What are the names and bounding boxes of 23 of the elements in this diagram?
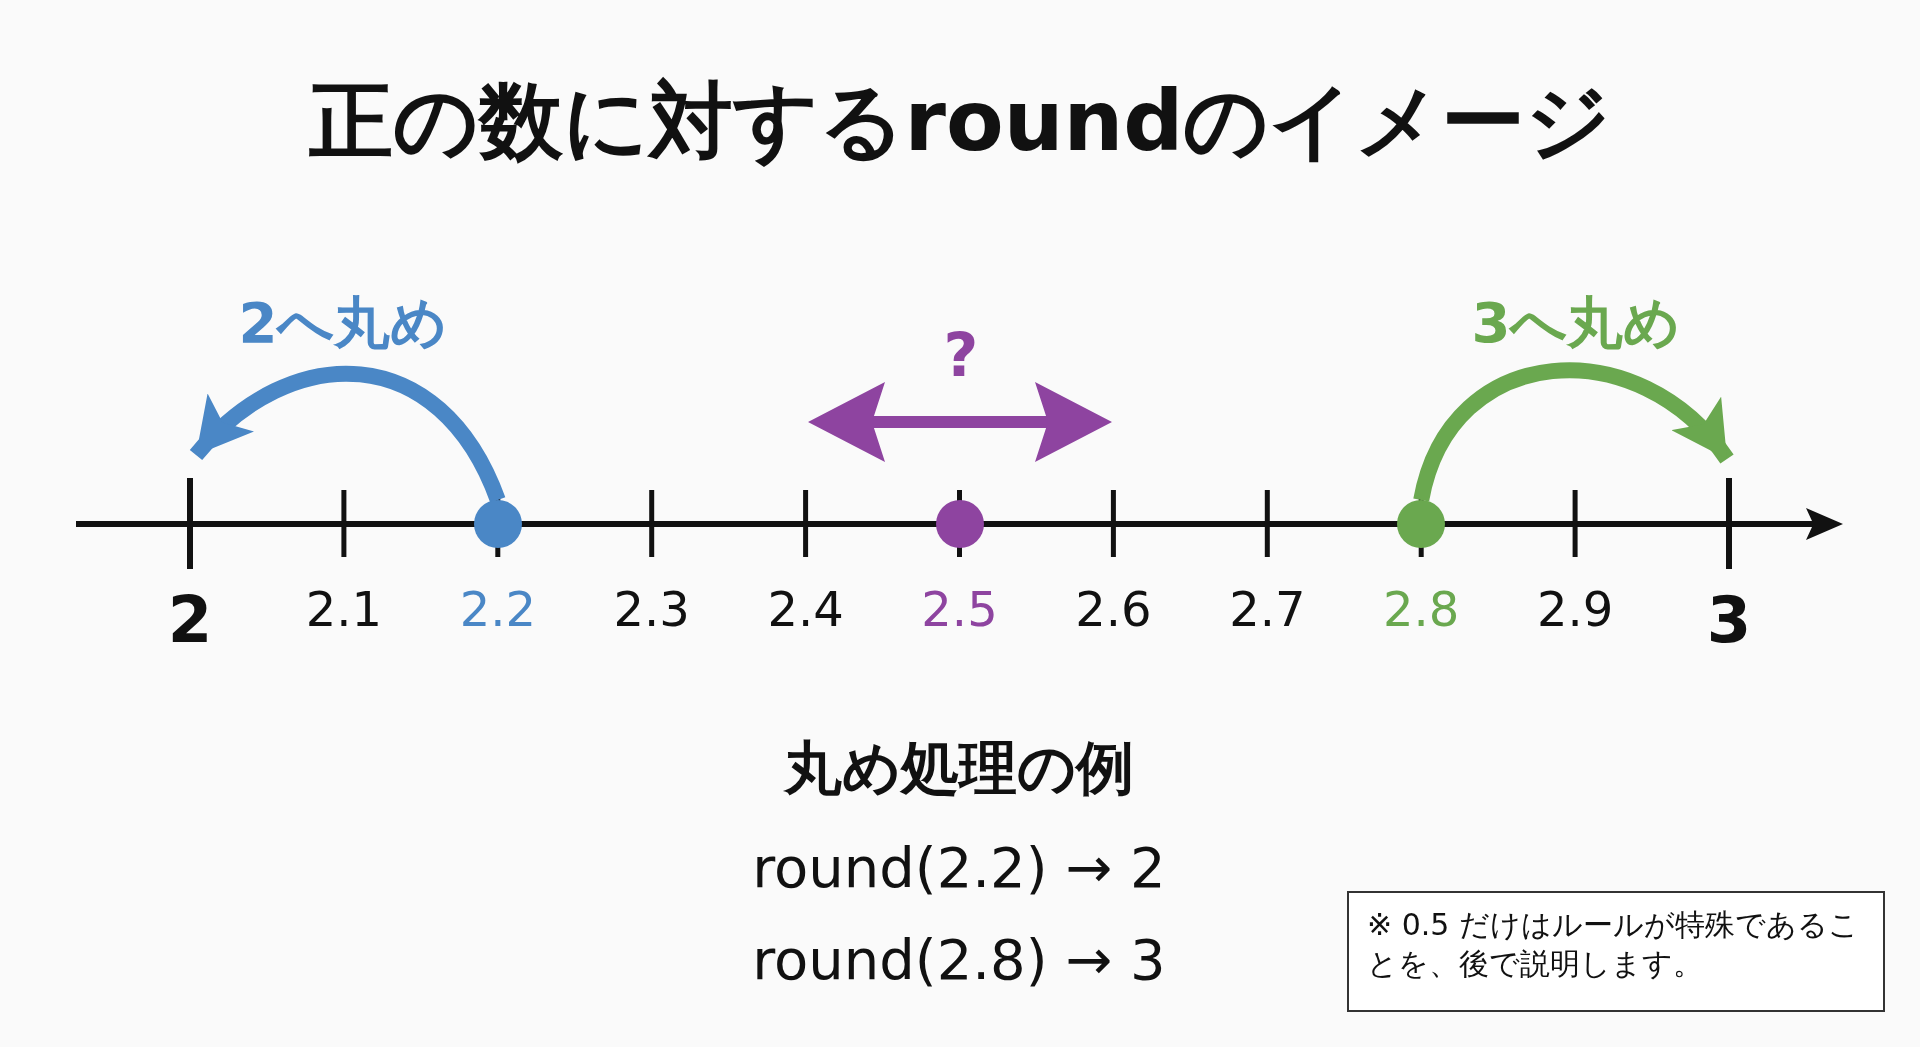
tick-label: 3 xyxy=(1706,583,1752,657)
point-marker xyxy=(473,500,522,548)
curved-arrow xyxy=(190,366,506,504)
example-text: round(2.2) → 2 xyxy=(752,834,1166,900)
tick-label: 2.9 xyxy=(1536,581,1614,637)
tick-label: 2.7 xyxy=(1229,581,1306,637)
note-box xyxy=(1347,891,1885,1012)
point-marker xyxy=(1397,500,1446,548)
tick-label: 2 xyxy=(167,583,213,657)
curved-arrow xyxy=(1413,362,1734,503)
point-marker xyxy=(935,500,984,548)
tick-label: 2.1 xyxy=(305,581,383,637)
section-heading: 丸め処理の例 xyxy=(784,733,1134,804)
title: 正の数に対するroundのイメージ xyxy=(308,71,1612,172)
tick-label: 2.3 xyxy=(613,581,690,637)
tick-label: 2.8 xyxy=(1383,581,1460,637)
tick-label: 2.4 xyxy=(767,581,844,637)
example-text: round(2.8) → 3 xyxy=(752,926,1166,992)
tick-label: 2.2 xyxy=(459,581,536,637)
note-text: ※ 0.5 だけはルールが特殊であることを、後で説明します。 xyxy=(1367,906,1860,983)
question-mark: ? xyxy=(943,320,979,390)
tick-label: 2.5 xyxy=(921,581,998,637)
tick-label: 2.6 xyxy=(1075,581,1152,637)
